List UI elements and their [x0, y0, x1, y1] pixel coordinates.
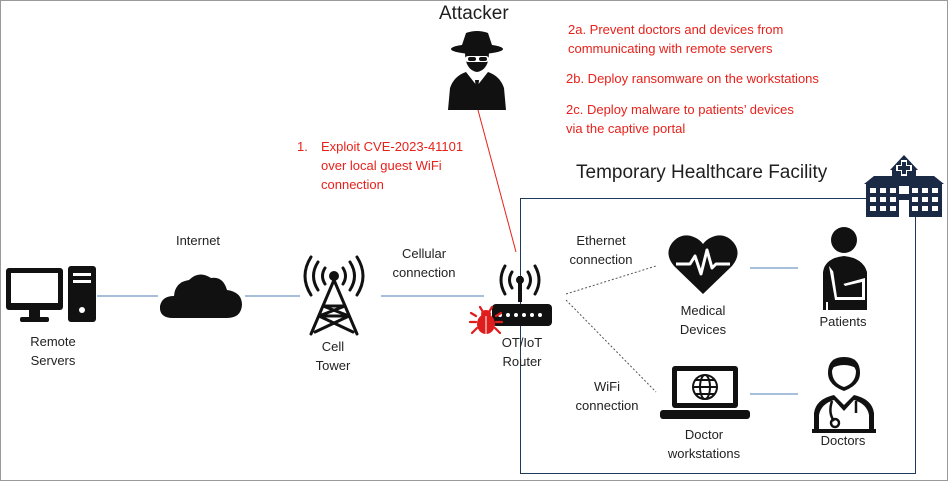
cell-tower-label-2: Tower: [315, 358, 351, 373]
step2c-line2: via the captive portal: [566, 121, 686, 136]
cellular-label-1: Cellular: [401, 246, 447, 261]
step2a-line2: communicating with remote servers: [568, 41, 773, 56]
cellular-label-2: connection: [392, 265, 456, 280]
medical-devices-label-2: Devices: [679, 322, 727, 337]
step2c-line1: 2c. Deploy malware to patients’ devices: [566, 102, 794, 117]
cloud-icon: [159, 274, 242, 318]
remote-servers-label-1: Remote: [30, 334, 76, 349]
remote-servers-label-2: Servers: [30, 353, 76, 368]
doctor-icon: [812, 357, 876, 433]
medical-devices-label-1: Medical: [680, 303, 726, 318]
laptop-globe-icon: [660, 366, 750, 419]
cell-tower-icon: [303, 255, 365, 336]
heart-pulse-icon: [668, 235, 738, 294]
step2a-line1: 2a. Prevent doctors and devices from: [568, 22, 784, 37]
step1-line1: Exploit CVE-2023-41101: [321, 139, 464, 154]
wifi-label-2: connection: [575, 398, 639, 413]
link-router-workstation-wifi: [565, 299, 657, 393]
router-label-2: Router: [502, 354, 542, 369]
hospital-building-icon: [864, 155, 944, 217]
workstations-label-2: workstations: [667, 446, 741, 461]
doctors-label: Doctors: [820, 433, 866, 448]
internet-label: Internet: [175, 233, 221, 248]
wifi-label-1: WiFi: [594, 379, 620, 394]
patient-icon: [823, 227, 867, 310]
facility-boundary: [520, 198, 916, 474]
facility-title: Temporary Healthcare Facility: [576, 162, 828, 183]
router-icon: [492, 264, 552, 326]
desktop-computer-icon: [6, 266, 96, 322]
link-attacker-router: [477, 109, 517, 253]
step2b-text: 2b. Deploy ransomware on the workstation…: [566, 71, 819, 86]
cell-tower-label-1: Cell: [321, 339, 345, 354]
step1-line2: over local guest WiFi: [321, 158, 442, 173]
router-label-1: OT/IoT: [501, 335, 543, 350]
attacker-title: Attacker: [439, 3, 509, 24]
malware-bug-icon: [468, 305, 504, 335]
patients-label: Patients: [819, 314, 867, 329]
hooded-spy-icon: [448, 31, 506, 110]
ethernet-label-1: Ethernet: [576, 233, 626, 248]
workstations-label-1: Doctor: [684, 427, 724, 442]
ethernet-label-2: connection: [569, 252, 633, 267]
step1-line3: connection: [321, 177, 384, 192]
step1-number: 1.: [297, 139, 308, 154]
